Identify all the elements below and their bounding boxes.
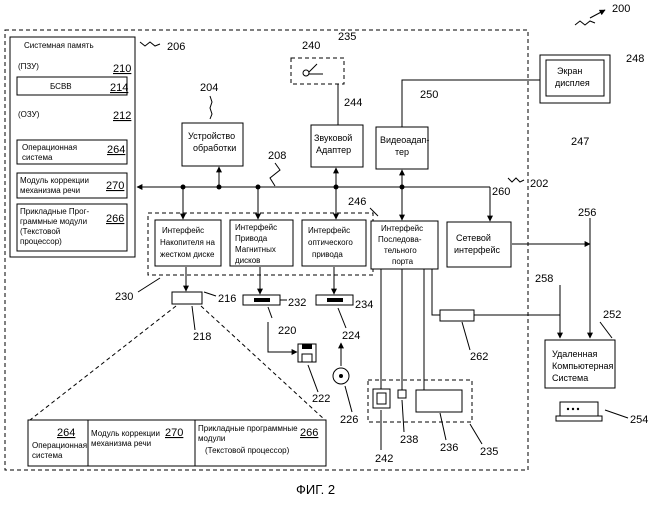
ref-260: 260 <box>492 186 510 198</box>
ref-218: 218 <box>193 331 211 343</box>
label-detail-os-0: Операционная <box>32 441 87 450</box>
ref-206: 206 <box>167 41 185 53</box>
label-blocks-audio-0: Звуковой <box>314 133 352 143</box>
label-blocks-video-1: тер <box>395 147 409 157</box>
ref-210: 210 <box>113 63 131 75</box>
ref-212: 212 <box>113 110 131 122</box>
label-blocks-hdd-2: жестком диске <box>160 250 215 259</box>
ref-232: 232 <box>288 297 306 309</box>
label-detail-os-1: система <box>32 451 63 460</box>
bios-label: БСВВ <box>50 82 72 91</box>
label-blocks-mag-0: Интерфейс <box>235 223 277 232</box>
label-blocks-video-0: Видеоадап- <box>380 135 429 145</box>
label-blocks-opt-1: оптического <box>308 238 353 247</box>
label-memory-apps-0: Прикладные Прог- <box>20 207 89 216</box>
label-memory-speech-1: механизма речи <box>20 186 80 195</box>
label-detail-speech-1: механизма речи <box>91 439 151 448</box>
label-blocks-remote-2: Система <box>552 373 588 383</box>
label-blocks-serial-1: Последова- <box>378 235 422 244</box>
ref-258: 258 <box>535 273 553 285</box>
ref-220: 220 <box>278 325 296 337</box>
label-blocks-serial-3: порта <box>392 257 414 266</box>
label-detail-apps-0: Прикладные программные <box>198 424 298 433</box>
floppy-disk-icon <box>298 344 316 362</box>
label-blocks-hdd-0: Интерфейс <box>162 226 204 235</box>
ref-240: 240 <box>302 40 320 52</box>
printer-device <box>416 390 462 412</box>
label-blocks-serial-0: Интерфейс <box>381 224 423 233</box>
label-memory-apps-1: граммные модули <box>20 217 87 226</box>
detail-ref-266: 266 <box>300 427 318 439</box>
ref-236: 236 <box>440 442 458 454</box>
ref-226: 226 <box>340 414 358 426</box>
ref-216: 216 <box>218 293 236 305</box>
label-blocks-mag-2: Магнитных <box>235 245 276 254</box>
ref-234: 234 <box>355 299 373 311</box>
modem-device <box>440 310 474 321</box>
system-memory: Системная память (ПЗУ) 210 БСВВ 214 (ОЗУ… <box>10 37 135 257</box>
ref-250: 250 <box>420 89 438 101</box>
ref-270: 270 <box>106 180 124 192</box>
label-blocks-hdd-1: Накопителя на <box>160 238 215 247</box>
ref-252: 252 <box>603 309 621 321</box>
remote-terminal-icon <box>556 402 602 421</box>
label-blocks-audio-1: Адаптер <box>316 145 351 155</box>
label-memory-speech-0: Модуль коррекции <box>20 176 89 185</box>
label-blocks-net-0: Сетевой <box>456 233 491 243</box>
ref-254: 254 <box>630 414 648 426</box>
ref-235b: 235 <box>480 446 498 458</box>
label-blocks-remote-0: Удаленная <box>552 349 597 359</box>
label-blocks-mag-3: дисков <box>235 256 260 265</box>
ref-256: 256 <box>578 207 596 219</box>
ref-235a: 235 <box>338 31 356 43</box>
ref-238: 238 <box>400 434 418 446</box>
ref-204: 204 <box>200 82 218 94</box>
ref-222: 222 <box>312 393 330 405</box>
detail-ref-270: 270 <box>165 427 183 439</box>
ref-264: 264 <box>107 144 125 156</box>
label-detail-apps-2: (Текстовой процессор) <box>205 446 290 455</box>
ref-214: 214 <box>110 82 128 94</box>
hard-disk <box>172 292 202 304</box>
ram-label: (ОЗУ) <box>18 110 40 119</box>
label-detail-apps-1: модули <box>198 434 225 443</box>
ref-224: 224 <box>342 330 360 342</box>
ref-230: 230 <box>115 291 133 303</box>
label-blocks-opt-2: привода <box>312 250 343 259</box>
label-detail-speech-0: Модуль коррекции <box>91 429 160 438</box>
label-memory-os-0: Операционная <box>22 143 77 152</box>
figure-caption: ФИГ. 2 <box>296 482 335 497</box>
label-blocks-cpu-1: обработки <box>193 143 236 153</box>
ref-247: 247 <box>571 136 589 148</box>
label-blocks-serial-2: тельного <box>384 246 417 255</box>
label-memory-apps-2: (Текстовой <box>20 227 60 236</box>
ref-242: 242 <box>375 453 393 465</box>
label-blocks-cpu-0: Устройство <box>188 131 235 141</box>
ref-208: 208 <box>268 150 286 162</box>
rom-label: (ПЗУ) <box>18 62 39 71</box>
system-memory-title: Системная память <box>24 41 94 50</box>
label-blocks-mag-1: Привода <box>235 234 268 243</box>
microphone-box <box>291 58 344 84</box>
ref-266: 266 <box>106 213 124 225</box>
label-memory-os-1: система <box>22 153 53 162</box>
label-blocks-remote-1: Компьютерная <box>552 361 614 371</box>
label-blocks-net-1: интерфейс <box>454 245 500 255</box>
ref-248: 248 <box>626 53 644 65</box>
label-memory-apps-3: процессор) <box>20 237 62 246</box>
label-blocks-opt-0: Интерфейс <box>308 226 350 235</box>
detail-ref-264: 264 <box>57 427 75 439</box>
ref-244: 244 <box>344 97 362 109</box>
detail-projection <box>30 306 325 420</box>
label-blocks-display-1: дисплея <box>555 78 590 88</box>
label-blocks-display-0: Экран <box>557 66 582 76</box>
ref-200: 200 <box>612 3 630 15</box>
ref-246: 246 <box>348 196 366 208</box>
ref-262: 262 <box>470 351 488 363</box>
ref-202: 202 <box>530 178 548 190</box>
mouse-device <box>398 390 406 398</box>
